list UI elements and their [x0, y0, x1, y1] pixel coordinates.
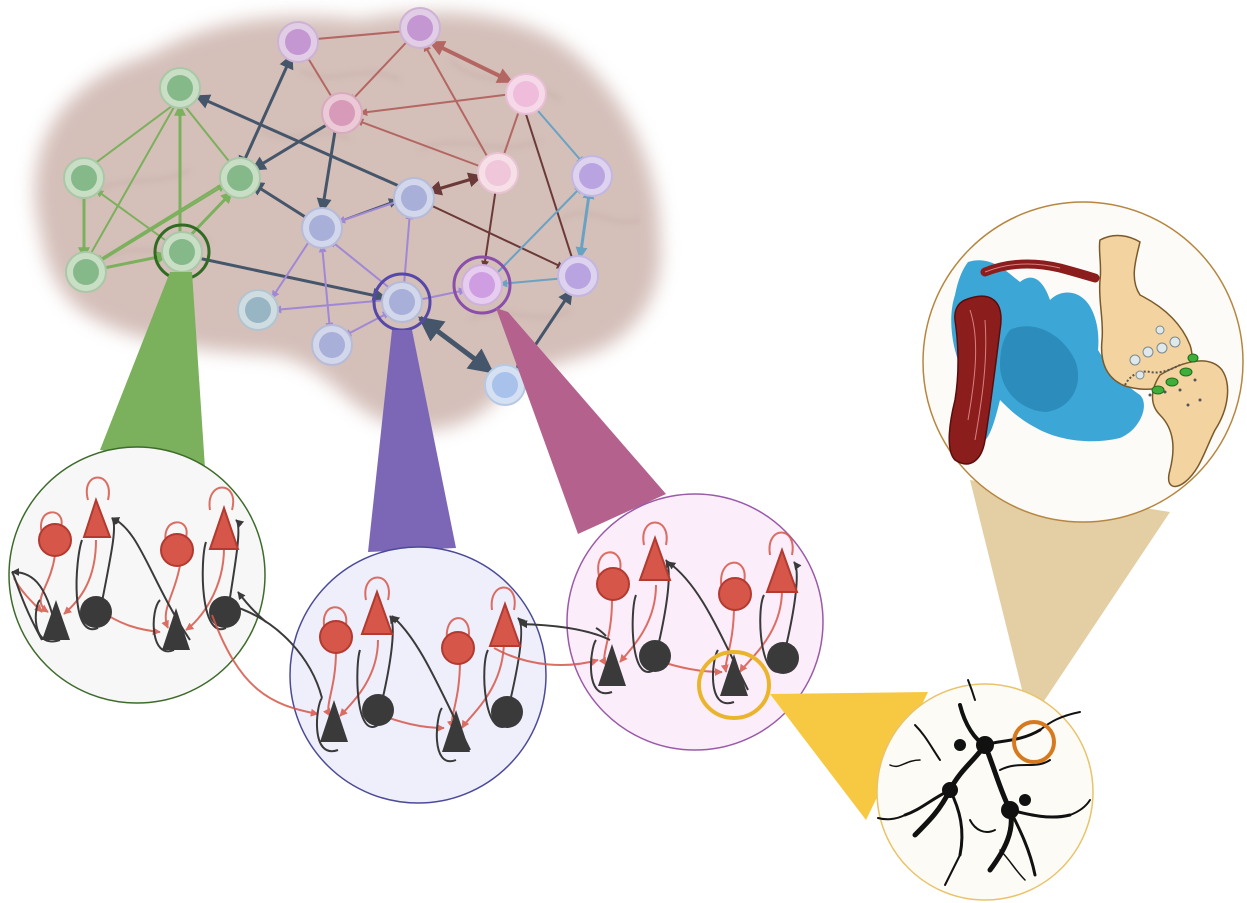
node-slate-3	[311, 324, 353, 366]
network-nodes	[63, 7, 613, 406]
node-slate-1	[393, 177, 435, 219]
microcircuit-purple	[211, 546, 547, 804]
node-slate-2	[301, 207, 343, 249]
node-green-top	[159, 67, 201, 109]
node-pink-2	[477, 152, 519, 194]
node-green-left	[63, 157, 105, 199]
node-violet-1	[277, 21, 319, 63]
zoom-cone-magenta	[496, 308, 666, 534]
node-green-right	[219, 157, 261, 199]
microcircuit-green	[8, 446, 266, 704]
blood-vessel-icon	[948, 259, 1100, 465]
interneuron-icon	[596, 567, 799, 674]
pyramidal-neuron-icon	[320, 589, 522, 752]
node-pink-1	[505, 73, 547, 115]
highlight-ring-synapse	[1012, 720, 1056, 764]
synapse-panel	[922, 201, 1244, 523]
node-lilac-2	[557, 255, 599, 297]
pyramidal-neuron-icon	[598, 535, 799, 696]
node-lilac-1	[571, 155, 613, 197]
zoom-cone-green	[100, 272, 205, 468]
zoom-cone-gold	[770, 692, 928, 820]
node-rose-1	[321, 92, 363, 134]
node-green-bottom	[65, 251, 107, 293]
synapse-icon	[1098, 234, 1229, 488]
node-slate-highlighted	[372, 272, 432, 332]
zoom-cone-tan	[970, 480, 1170, 722]
brain-icon	[34, 12, 661, 431]
zoom-cone-purple	[368, 330, 456, 552]
node-violet-highlighted	[452, 255, 512, 315]
interneuron-icon	[38, 523, 241, 628]
interneuron-icon	[319, 620, 523, 728]
node-violet-2	[399, 7, 441, 49]
pyramidal-neuron-icon	[42, 496, 240, 650]
node-green-highlighted	[153, 223, 211, 281]
microcircuit-magenta	[493, 493, 824, 751]
highlight-ring-neuron	[697, 650, 771, 720]
node-blue-1	[484, 364, 526, 406]
node-teal-1	[237, 289, 279, 331]
astrocyte-panel	[876, 679, 1094, 901]
